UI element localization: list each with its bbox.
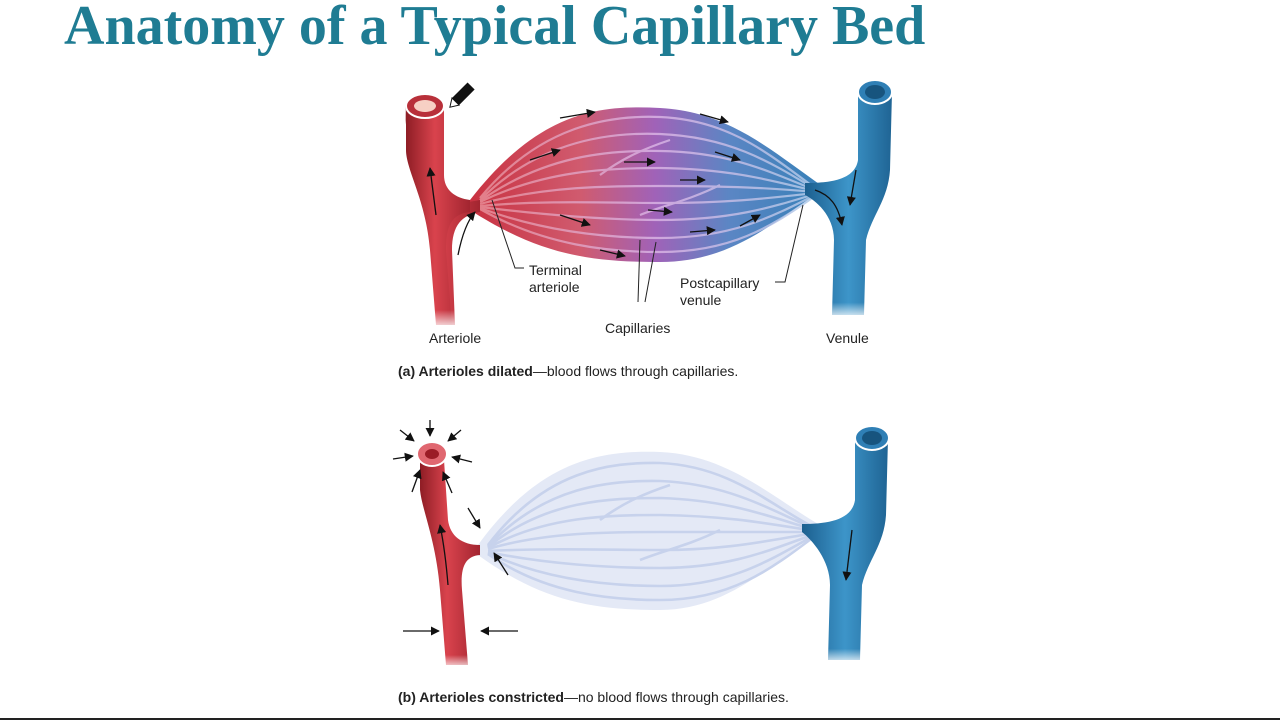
constriction-arrows	[392, 420, 853, 636]
caption-b-prefix: (b)	[398, 689, 420, 705]
arteriole-vessel-constricted	[416, 441, 480, 670]
slide-title: Anatomy of a Typical Capillary Bed	[64, 0, 926, 57]
bottom-border	[0, 718, 1280, 720]
venule-vessel-b	[802, 425, 890, 665]
caption-b-rest: —no blood flows through capillaries.	[563, 689, 789, 705]
label-terminal-arteriole-line2: arteriole	[529, 279, 580, 295]
leader-lines-a	[491, 199, 804, 303]
caption-b-bold: Arterioles constricted	[419, 689, 564, 705]
label-capillaries: Capillaries	[605, 320, 671, 336]
label-postcapillary-venule-line2: venule	[680, 292, 722, 308]
label-terminal-arteriole: Terminal arteriole	[529, 262, 582, 296]
caption-panel-b: (b) Arterioles constricted—no blood flow…	[398, 689, 789, 705]
arteriole-vessel	[400, 93, 480, 330]
panel-a-illustration	[400, 79, 893, 330]
flow-arrows-a	[426, 108, 857, 259]
capillary-bundle-dilated	[470, 107, 825, 262]
label-postcapillary-venule-line1: Postcapillary	[680, 275, 760, 291]
pen-cursor-icon	[449, 82, 475, 108]
caption-panel-a: (a) Arterioles dilated—blood flows throu…	[398, 363, 738, 379]
caption-a-bold: Arterioles dilated	[418, 363, 533, 379]
label-venule: Venule	[826, 330, 869, 346]
capillary-bundle-constricted	[478, 451, 825, 610]
caption-a-prefix: (a)	[398, 363, 419, 379]
caption-a-rest: —blood flows through capillaries.	[532, 363, 739, 379]
label-postcapillary-venule: Postcapillary venule	[680, 275, 759, 309]
label-arteriole: Arteriole	[429, 330, 482, 346]
label-terminal-arteriole-line1: Terminal	[529, 262, 582, 278]
panel-b-illustration	[392, 420, 890, 670]
venule-vessel	[805, 79, 893, 320]
